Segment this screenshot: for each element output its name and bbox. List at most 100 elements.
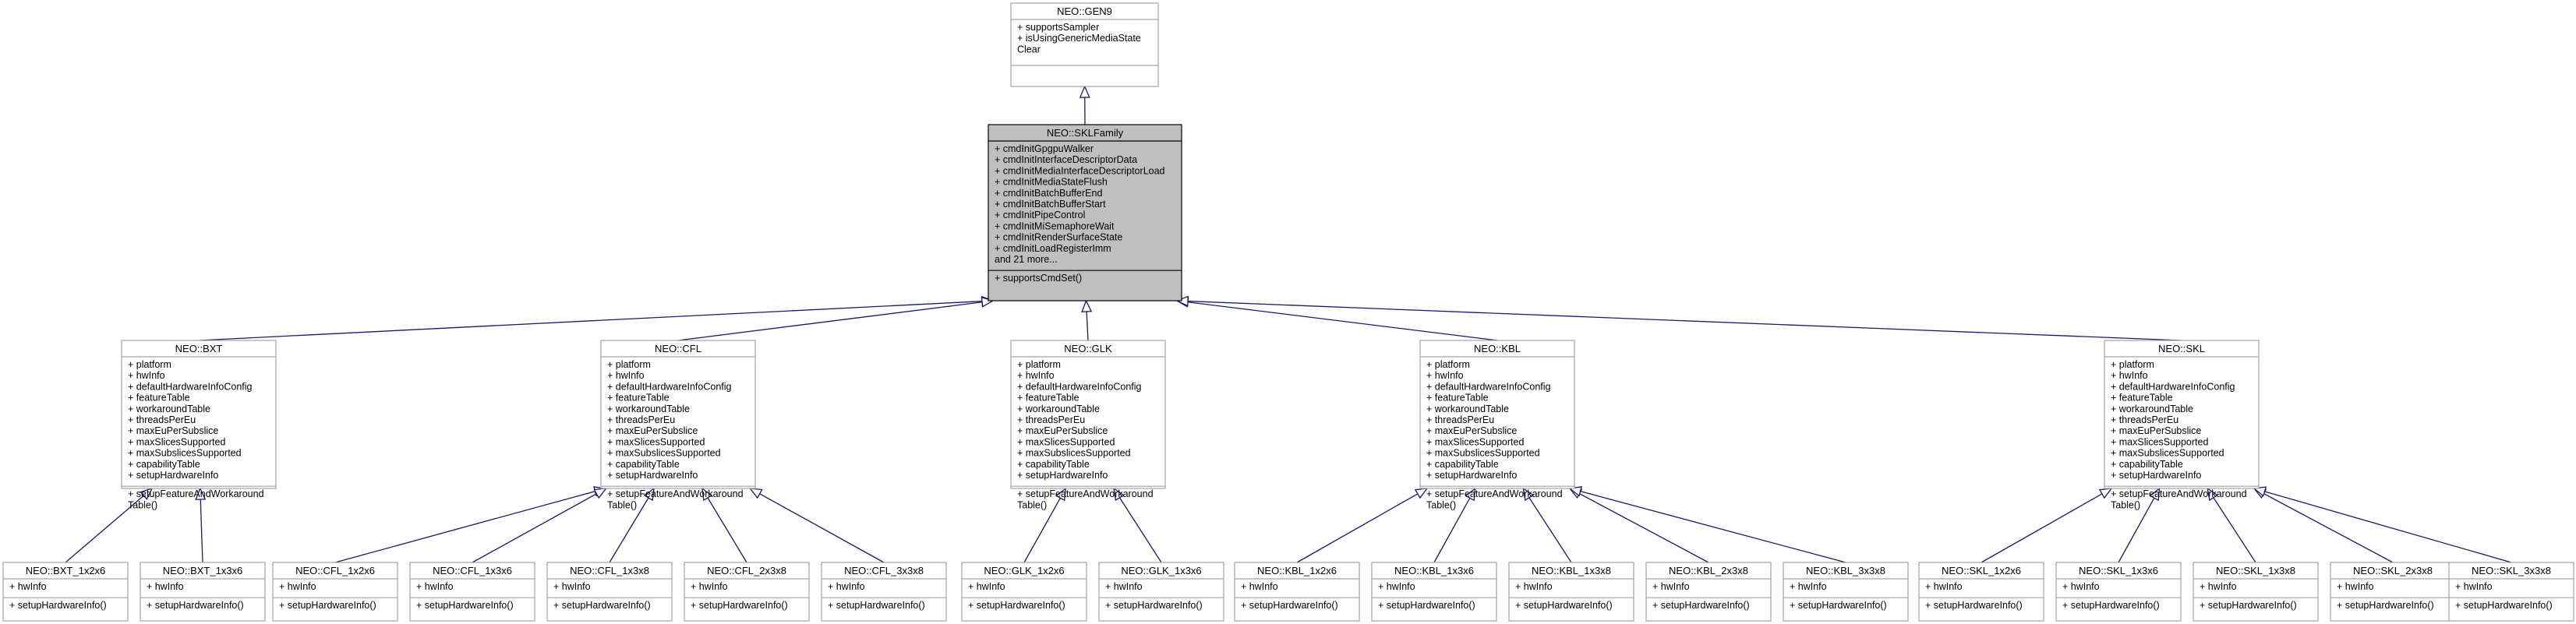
inheritance-arrowhead [1055,487,1067,502]
inheritance-edges [65,85,2512,563]
inheritance-arrowhead [1113,487,1125,502]
class-kbl-1x2x6: NEO::KBL_1x2x6+ hwInfo+ setupHardwareInf… [1234,562,1360,622]
class-method: + setupFeatureAndWorkaround [1017,488,1154,499]
class-attribute: + maxSubslicesSupported [2111,448,2224,459]
inheritance-arrowhead [2149,487,2161,502]
class-name: NEO::BXT [175,343,223,354]
class-attribute: + defaultHardwareInfoConfig [607,381,732,392]
class-name: NEO::GLK_1x2x6 [984,565,1064,576]
inheritance-arrowhead [140,487,154,500]
class-attribute: + maxSubslicesSupported [1426,448,1540,459]
class-name: NEO::GLK [1064,343,1112,354]
inheritance-edge-line [65,495,144,563]
class-method: + setupFeatureAndWorkaround [2111,488,2247,499]
class-attribute: + defaultHardwareInfoConfig [1426,381,1551,392]
inheritance-edge-line [1981,493,2103,563]
inheritance-arrowhead [593,488,608,499]
class-name: NEO::KBL_2x3x8 [1669,565,1748,576]
inheritance-edge-line [2213,497,2256,563]
class-attribute: + cmdInitLoadRegisterImm [995,243,1111,254]
inheritance-edge [65,487,154,563]
class-box [961,562,1087,622]
inheritance-edge [472,488,608,563]
inheritance-edge [609,487,655,563]
class-attribute: + setupHardwareInfo [607,470,698,481]
class-attribute: + cmdInitMediaInterfaceDescriptorLoad [995,165,1165,176]
class-method: Table() [607,499,637,510]
class-attribute: + hwInfo [416,581,454,592]
class-name: NEO::KBL_1x3x6 [1394,565,1474,576]
class-attribute: + hwInfo [1241,581,1278,592]
class-attribute: + hwInfo [1105,581,1143,592]
class-method: + setupHardwareInfo() [968,600,1065,611]
class-attribute: + workaroundTable [128,404,210,414]
class-method: + setupHardwareInfo() [1652,600,1750,611]
class-kbl-1x3x6: NEO::KBL_1x3x6+ hwInfo+ setupHardwareInf… [1371,562,1497,622]
inheritance-edge [748,488,885,563]
inheritance-edge-line [609,497,649,563]
inheritance-edge-line [1580,491,1846,563]
class-name: NEO::BXT_1x2x6 [26,565,106,576]
inheritance-edge [1568,486,1846,563]
class-attribute: + capabilityTable [128,459,200,470]
class-attribute: + platform [128,359,171,370]
class-attribute: + featureTable [607,393,670,404]
class-attribute: + capabilityTable [1017,459,1090,470]
inheritance-edge [1081,299,1093,341]
class-method: + setupHardwareInfo() [1105,600,1203,611]
class-attribute: + setupHardwareInfo [1017,470,1108,481]
class-attribute: + cmdInitInterfaceDescriptorData [995,154,1137,165]
class-method: Table() [1017,499,1047,510]
inheritance-edge-line [1433,497,1471,563]
class-name: NEO::CFL [655,343,701,354]
class-method: + setupHardwareInfo() [691,600,788,611]
class-box [1918,562,2044,622]
class-attribute: + defaultHardwareInfoConfig [128,381,253,392]
class-kbl: NEO::KBL+ platform+ hwInfo+ defaultHardw… [1419,340,1575,510]
class-attribute: + cmdInitMiSemaphoreWait [995,220,1115,231]
inheritance-edge-line [334,491,595,563]
inheritance-edge [1568,488,1709,563]
inheritance-arrowhead [748,488,763,499]
class-box [2193,562,2319,622]
class-attribute: + hwInfo [691,581,728,592]
class-skl-3x3x8: NEO::SKL_3x3x8+ hwInfo+ setupHardwareInf… [2448,562,2574,622]
inheritance-edge [1296,488,1429,563]
class-attribute: + maxEuPerSubslice [2111,425,2201,436]
class-attribute: + cmdInitGpgpuWalker [995,143,1094,154]
inheritance-edge [1981,488,2113,563]
inheritance-arrowhead [2098,488,2113,499]
inheritance-edge [2118,487,2161,563]
class-attribute: + hwInfo [9,581,47,592]
class-name: NEO::SKL_2x3x8 [2353,565,2433,576]
class-attribute: + platform [607,359,651,370]
class-glk-1x3x6: NEO::GLK_1x3x6+ hwInfo+ setupHardwareInf… [1098,562,1224,622]
class-name: NEO::SKL_3x3x8 [2472,565,2551,576]
class-method: + setupHardwareInfo() [1925,600,2023,611]
inheritance-edge [334,486,607,563]
class-cfl-1x3x8: NEO::CFL_1x3x8+ hwInfo+ setupHardwareInf… [546,562,673,622]
class-attribute: + supportsSampler [1017,22,1099,33]
class-method: + setupHardwareInfo() [279,600,376,611]
class-box [121,340,277,489]
inheritance-edge [2207,487,2256,563]
class-method: + setupHardwareInfo() [2200,600,2297,611]
class-attribute: + featureTable [128,393,190,404]
class-method: + setupHardwareInfo() [553,600,651,611]
class-attribute: + hwInfo [2200,581,2237,592]
class-name: NEO::KBL [1474,343,1521,354]
class-box [1098,562,1224,622]
class-kbl-1x3x8: NEO::KBL_1x3x8+ hwInfo+ setupHardwareInf… [1508,562,1634,622]
inheritance-arrowhead [1568,486,1582,497]
class-box [546,562,673,622]
class-attribute: + workaroundTable [2111,404,2193,414]
inheritance-edge-line [198,301,983,341]
class-method: + setupHardwareInfo() [147,600,244,611]
class-box [1508,562,1634,622]
class-attribute: + hwInfo [1790,581,1827,592]
class-skl-family: NEO::SKLFamily+ cmdInitGpgpuWalker+ cmdI… [988,124,1182,301]
class-box [2448,562,2574,622]
class-method: + setupHardwareInfo() [2455,600,2553,611]
inheritance-arrowhead [2207,487,2219,502]
